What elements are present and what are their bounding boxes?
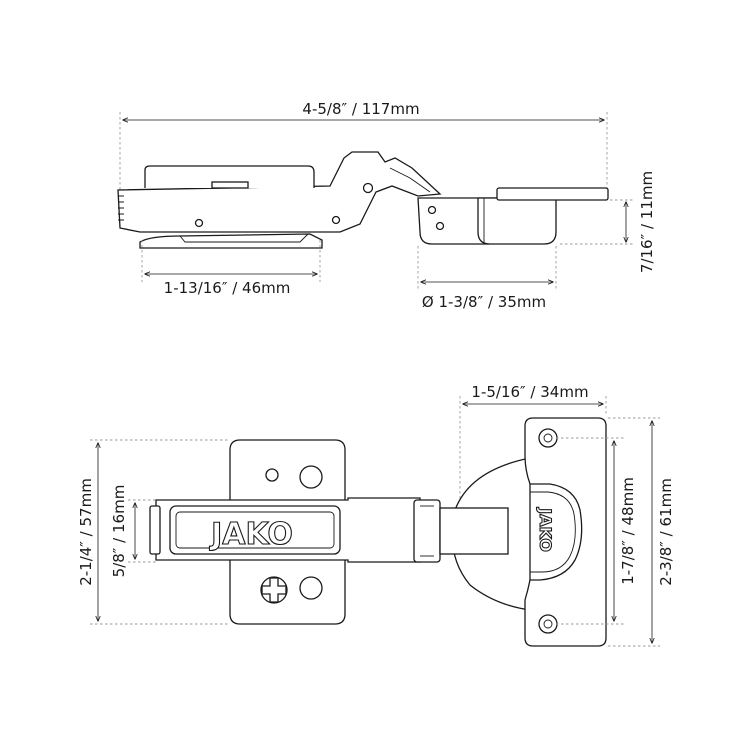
plate-hole-large-top <box>299 465 323 489</box>
cup-rivet-bottom <box>435 221 445 231</box>
cup-rivet-top <box>427 205 437 215</box>
arm-logo-inner-border <box>175 511 335 549</box>
top-view: 1-5/16″ / 34mm JAKO JAKO 2-1/4″ / 57mm <box>77 383 675 647</box>
cup-screw-hole-bottom-inner <box>543 619 553 629</box>
cup-screw-hole-top-inner <box>543 433 553 443</box>
cup-screw-hole-bottom <box>538 614 558 634</box>
arm-adjust-slot <box>211 181 249 189</box>
arm-rivet-right <box>331 215 341 225</box>
arm-knuckle <box>413 499 441 563</box>
arm-cover-plate <box>144 165 315 188</box>
cup-height-label: 7/16″ / 11mm <box>638 171 656 273</box>
hinge-link <box>389 167 431 193</box>
arm-pivot-rivet <box>362 182 374 194</box>
mounting-plate-side <box>139 233 323 249</box>
side-view: 4-5/8″ / 117mm 7/16″ / 11mm 1-13/16″ / <box>117 100 656 311</box>
arm-end-grip <box>118 195 124 221</box>
arm-slot-label: 5/8″ / 16mm <box>110 485 128 578</box>
arm-reach-label: 1-5/16″ / 34mm <box>471 383 588 401</box>
cup-logo: JAKO <box>536 507 555 552</box>
mounting-plate-step <box>179 233 309 243</box>
cup-flange <box>496 187 609 201</box>
arm-link-bridge <box>439 507 509 555</box>
arm-logo-plate <box>169 505 341 555</box>
screw-spacing-label: 1-7/8″ / 48mm <box>619 477 637 585</box>
plate-hole-small-top <box>265 468 279 482</box>
plate-hole-large-bottom <box>299 576 323 600</box>
arm-rivet-left <box>194 218 204 228</box>
arm-logo: JAKO <box>209 517 293 552</box>
phillips-cross-icon <box>261 577 287 603</box>
cup-diameter-label: Ø 1-3/8″ / 35mm <box>422 293 546 311</box>
cup-plate <box>524 417 607 647</box>
cup-screw-hole-top <box>538 428 558 448</box>
plate-length-label: 1-13/16″ / 46mm <box>164 279 291 297</box>
arm-end-cap <box>149 505 161 555</box>
plate-height-label: 2-1/4″ / 57mm <box>77 478 95 586</box>
cup-plate-height-label: 2-3/8″ / 61mm <box>657 478 675 586</box>
cup-body <box>477 197 557 245</box>
cup-plate-inner-recess <box>530 491 576 573</box>
hinge-arm-body <box>117 151 442 233</box>
overall-width-label: 4-5/8″ / 117mm <box>302 100 419 118</box>
